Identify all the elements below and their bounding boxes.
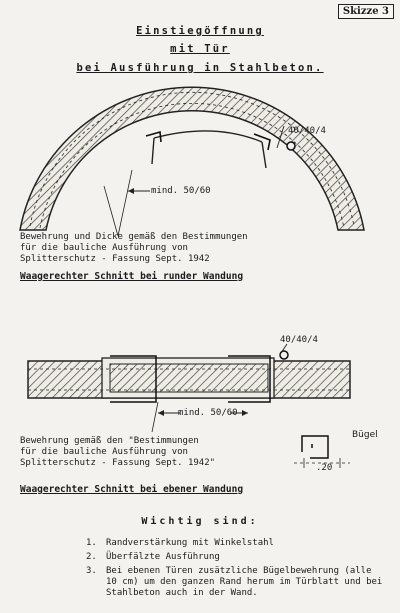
flat-wall-section [27,343,351,468]
list-item-text: Randverstärkung mit Winkelstahl [106,538,274,548]
door-leaf-flat [109,363,269,393]
measure-label-bottom: mind. 50/60 [178,408,238,418]
reinforcement-inner [39,102,345,229]
hinge-bottom [279,350,289,360]
stirrup-spacing: .20 [316,463,333,473]
frame-right [228,355,271,403]
hinge-top [286,141,296,151]
list-item-number: 2. [86,552,97,562]
note-bottom-line-1: Bewehrung gemäß den "Bestimmungen [20,436,199,446]
curved-wall [19,86,365,231]
list-item: 3. Bei ebenen Türen zusätzliche Bügelbew… [86,566,386,599]
door-leaf [153,130,263,143]
frame-left [110,355,157,403]
caption-bottom: Waagerechter Schnitt bei ebener Wandung [20,484,244,495]
title-line-3: bei Ausführung in Stahlbeton. [76,62,324,74]
list-item: 1. Randverstärkung mit Winkelstahl [86,538,386,549]
reinforcement-outer [29,92,355,227]
important-heading: Wichtig sind: [141,516,259,527]
sheet-label: Skizze 3 [337,4,394,19]
note-top-line-1: Bewehrung und Dicke gemäß den Bestimmung… [20,232,248,242]
list-item-text: Überfälzte Ausführung [106,552,220,562]
note-bottom-line-2: für die bauliche Ausführung von [20,447,188,457]
caption-top: Waagerechter Schnitt bei runder Wandung [20,271,244,282]
angle-steel-right [253,133,271,151]
stirrup-detail [294,435,350,468]
note-top-line-2: für die bauliche Ausführung von [20,243,188,253]
list-item-number: 3. [86,566,97,576]
title-line-2: mit Tür [170,43,230,55]
list-item: 2. Überfälzte Ausführung [86,552,386,563]
angle-steel-left [145,130,162,143]
title-line-1: Einstiegöffnung [136,25,264,37]
round-wall-section [19,86,365,237]
note-bottom-line-3: Splitterschutz - Fassung Sept. 1942" [20,458,216,468]
dimension-label-bottom: 40/40/4 [280,335,318,345]
list-item-number: 1. [86,538,97,548]
stirrup-label: Bügel [352,430,378,440]
note-top-line-3: Splitterschutz - Fassung Sept. 1942 [20,254,210,264]
important-list: 1. Randverstärkung mit Winkelstahl 2. Üb… [86,538,386,602]
dimension-label-top: 40/40/4 [288,126,326,136]
measure-label-top: mind. 50/60 [151,186,211,196]
list-item-text: Bei ebenen Türen zusätzliche Bügelbewehr… [106,566,383,598]
